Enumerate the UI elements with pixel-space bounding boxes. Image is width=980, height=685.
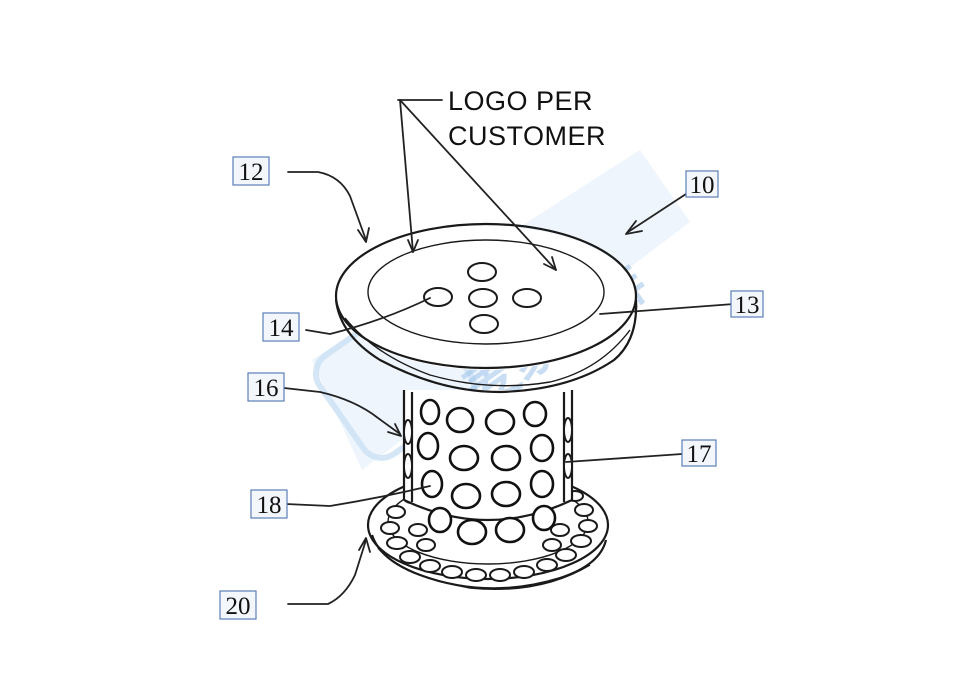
reference-numerals: 12 10 13 14 16 17 18 20 [219,156,764,620]
ref-10: 10 [685,170,719,199]
ref-13: 13 [730,290,764,319]
ref-16-label: 16 [254,375,279,402]
base-flange-holes [380,490,598,582]
ref-20-label: 20 [226,593,251,620]
ref-14: 14 [262,312,300,342]
ref-12: 12 [232,156,270,186]
body-perforations [403,398,573,546]
logo-note-line2: CUSTOMER [448,121,606,151]
ref-17: 17 [681,439,717,468]
ref-16: 16 [247,372,285,402]
ref-12-label: 12 [239,159,264,186]
logo-annotation: LOGO PER CUSTOMER [397,86,606,271]
ref-18-label: 18 [257,492,282,519]
leader-lines [283,171,735,605]
logo-note-line1: LOGO PER [448,86,593,116]
ref-18: 18 [250,489,288,519]
cap-holes [423,262,542,334]
ref-20: 20 [219,590,257,620]
ref-17-label: 17 [687,441,712,468]
ref-13-label: 13 [735,292,760,319]
ref-14-label: 14 [269,315,295,342]
ref-10-label: 10 [690,172,715,199]
